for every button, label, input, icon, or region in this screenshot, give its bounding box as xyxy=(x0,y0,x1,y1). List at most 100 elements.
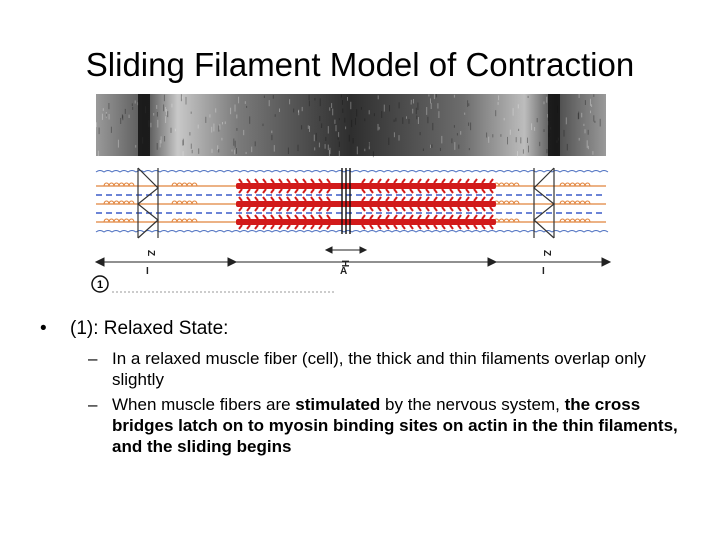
z-label-right: Z xyxy=(541,250,552,256)
myosin-head xyxy=(481,178,486,194)
sub-bullet-part: In a relaxed muscle fiber (cell), the th… xyxy=(112,349,646,389)
myosin-head xyxy=(326,178,331,194)
myosin-head xyxy=(294,214,299,230)
myosin-head xyxy=(489,178,494,194)
z-label-left: Z xyxy=(145,250,156,256)
z-disc-dark-right xyxy=(548,94,560,156)
slide-title: Sliding Filament Model of Contraction xyxy=(85,46,635,83)
myosin-head xyxy=(369,178,374,194)
myosin-head xyxy=(489,196,494,212)
band-arrows xyxy=(94,246,612,267)
myosin-head xyxy=(286,196,291,212)
myosin-head xyxy=(409,214,414,230)
sub-bullet-dash: – xyxy=(88,349,98,368)
myosin-head xyxy=(238,178,243,194)
myosin-head xyxy=(465,196,470,212)
myosin-head xyxy=(318,178,323,194)
z-lines xyxy=(137,167,555,239)
myosin-head xyxy=(409,178,414,194)
myosin-head xyxy=(377,196,382,212)
myosin-head xyxy=(310,214,315,230)
myosin-head xyxy=(401,178,406,194)
myosin-head xyxy=(449,214,454,230)
myosin-head xyxy=(270,178,275,194)
myosin-head xyxy=(254,196,259,212)
titin-coil xyxy=(559,218,591,223)
h-label: H xyxy=(339,260,350,267)
sub-bullet-text: When muscle fibers are stimulated by the… xyxy=(112,394,682,457)
sub-bullet-text: In a relaxed muscle fiber (cell), the th… xyxy=(112,348,682,390)
myosin-head xyxy=(385,214,390,230)
myosin-head xyxy=(326,196,331,212)
titin-coil xyxy=(103,200,135,205)
myosin-head xyxy=(425,214,430,230)
myosin-head xyxy=(393,196,398,212)
thick-filament xyxy=(236,219,496,225)
myosin-head xyxy=(409,196,414,212)
bullet-text: (1): Relaxed State: xyxy=(70,318,229,339)
myosin-head xyxy=(393,214,398,230)
myosin-head xyxy=(302,214,307,230)
myosin-head xyxy=(457,196,462,212)
myosin-head xyxy=(254,178,259,194)
myosin-head xyxy=(377,178,382,194)
wavy-line xyxy=(95,230,609,233)
myosin-head xyxy=(238,214,243,230)
myosin-head xyxy=(393,178,398,194)
myosin-head xyxy=(449,178,454,194)
thick-filament xyxy=(236,201,496,207)
myosin-head xyxy=(246,178,251,194)
myosin-head xyxy=(246,196,251,212)
myosin-head xyxy=(270,214,275,230)
myosin-head xyxy=(441,196,446,212)
myosin-head xyxy=(433,196,438,212)
i-label-left: I xyxy=(146,266,149,277)
myosin-head xyxy=(238,196,243,212)
micrograph-band xyxy=(96,94,606,156)
myosin-head xyxy=(385,196,390,212)
myosin-head xyxy=(246,214,251,230)
sub-bullet-item: – In a relaxed muscle fiber (cell), the … xyxy=(88,348,700,390)
myosin-head xyxy=(262,214,267,230)
myosin-head xyxy=(318,196,323,212)
bullet-dot: • xyxy=(40,318,47,339)
myosin-head xyxy=(385,178,390,194)
myosin-head xyxy=(433,178,438,194)
sarcomere-svg: Z Z H A I I 1 xyxy=(91,94,612,293)
z-disc-dark-left xyxy=(138,94,150,156)
myosin-head xyxy=(457,178,462,194)
myosin-head xyxy=(278,214,283,230)
myosin-head xyxy=(401,214,406,230)
titin-coil xyxy=(559,200,591,205)
myosin-head xyxy=(425,178,430,194)
titin-coil xyxy=(171,200,198,205)
sub-bullet-part-bold: stimulated xyxy=(295,395,381,414)
myosin-head xyxy=(401,196,406,212)
myosin-head xyxy=(278,196,283,212)
myosin-head xyxy=(377,214,382,230)
titin-coil xyxy=(171,182,198,187)
wavy-line xyxy=(95,170,609,173)
myosin-head xyxy=(465,178,470,194)
sub-bullet-part-bold: the cross bridges latch on to myosin bin… xyxy=(112,395,678,456)
myosin-head xyxy=(326,214,331,230)
micrograph-texture xyxy=(96,94,601,159)
sub-bullet-dash: – xyxy=(88,395,98,414)
sub-bullet-part: by the nervous system, xyxy=(380,395,565,414)
myosin-head xyxy=(457,214,462,230)
myosin-head xyxy=(369,214,374,230)
z-zigzag-left xyxy=(137,167,159,239)
titin-coil xyxy=(493,218,520,223)
myosin-head xyxy=(433,214,438,230)
myosin-head xyxy=(481,214,486,230)
z-zigzag-right xyxy=(533,167,555,239)
myosin-head xyxy=(294,178,299,194)
myosin-head xyxy=(294,196,299,212)
myosin-head xyxy=(318,214,323,230)
sarcomere-diagram: Z Z H A I I 1 xyxy=(86,92,616,298)
bullet-list: • (1): Relaxed State: – In a relaxed mus… xyxy=(40,318,700,461)
titin-coil xyxy=(103,218,135,223)
myosin-head xyxy=(262,178,267,194)
m-line xyxy=(341,168,351,234)
sub-bullet-part: When muscle fibers are xyxy=(112,395,296,414)
